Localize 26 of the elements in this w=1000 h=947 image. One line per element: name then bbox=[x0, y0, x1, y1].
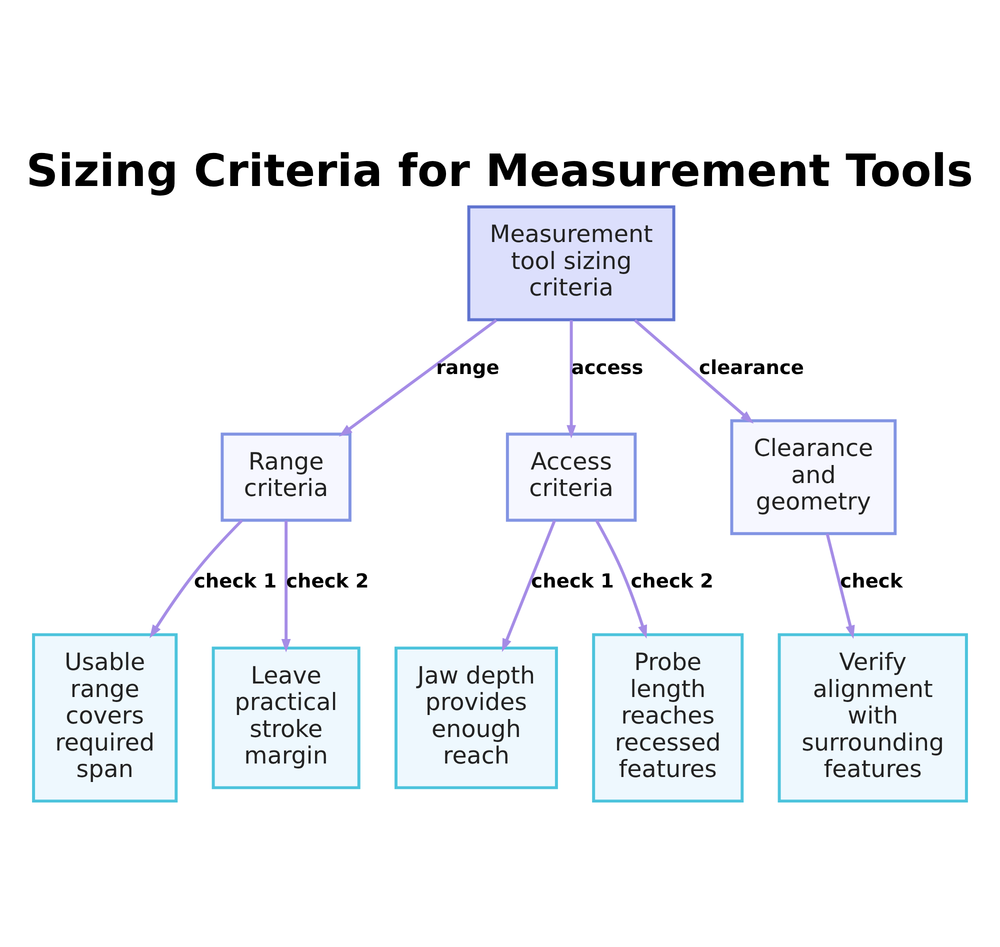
arrow bbox=[338, 319, 498, 437]
node-box: Leave practical stroke margin bbox=[212, 646, 360, 790]
arrow bbox=[566, 320, 576, 438]
edge-label: check bbox=[840, 570, 903, 593]
edge-label: check 1 bbox=[194, 570, 277, 593]
node-box: Jaw depth provides enough reach bbox=[394, 646, 558, 790]
arrow bbox=[826, 533, 855, 639]
node-box: Measurement tool sizing criteria bbox=[467, 205, 676, 322]
arrow bbox=[502, 520, 556, 652]
edge-label: range bbox=[436, 356, 500, 379]
node-box: Verify alignment with surrounding features bbox=[778, 633, 968, 803]
edge-label: check 1 bbox=[531, 570, 614, 593]
node-box: Range criteria bbox=[220, 432, 352, 522]
edge-label: access bbox=[571, 356, 644, 379]
edge-label: clearance bbox=[699, 356, 804, 379]
node-box: Access criteria bbox=[506, 432, 637, 522]
arrow bbox=[281, 520, 291, 652]
node-box: Usable range covers required span bbox=[32, 633, 178, 803]
arrow bbox=[634, 319, 754, 424]
node-box: Probe length reaches recessed features bbox=[592, 633, 744, 803]
node-box: Clearance and geometry bbox=[730, 419, 897, 536]
edge-label: check 2 bbox=[630, 570, 714, 593]
diagram-title: Sizing Criteria for Measurement Tools bbox=[26, 145, 974, 198]
arrow bbox=[595, 520, 647, 639]
edge-label: check 2 bbox=[286, 570, 369, 593]
arrow bbox=[150, 519, 243, 638]
